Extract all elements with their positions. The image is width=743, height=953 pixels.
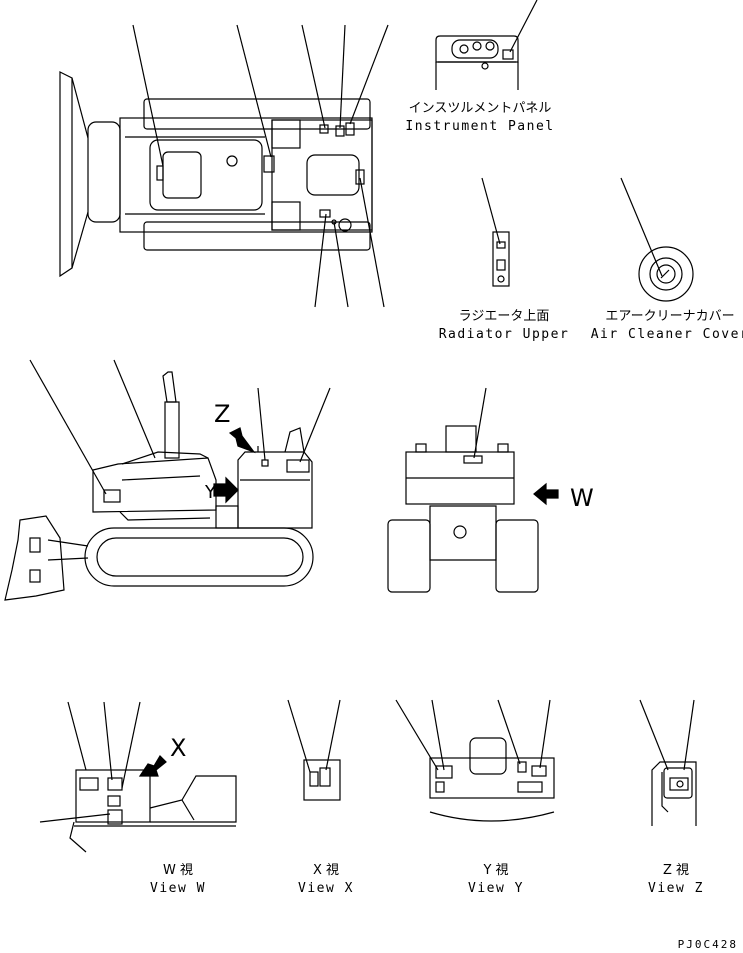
- view-y-jp-label: Y 視: [482, 863, 508, 878]
- radiator-upper-jp-label: ラジエータ上面: [459, 309, 550, 324]
- air-cleaner-jp-label: エアークリーナカバー: [605, 309, 734, 324]
- radiator-upper-detail: [481, 177, 510, 287]
- view-w-detail: [39, 701, 237, 853]
- instrument-panel-en-label: Instrument Panel: [405, 119, 554, 134]
- view-z-jp-label: Z 視: [663, 863, 689, 878]
- top-view-dozer: [59, 24, 389, 308]
- view-w-jp-label: W 視: [163, 863, 193, 878]
- view-w-en-label: View W: [150, 881, 206, 896]
- view-x-jp-label: X 視: [313, 863, 339, 878]
- view-z-en-label: View Z: [648, 881, 704, 896]
- rear-view-dozer: [387, 387, 559, 593]
- air-cleaner-cover-detail: [620, 177, 694, 302]
- view-y-detail: [395, 699, 555, 822]
- arrow-y-label: Y: [204, 482, 217, 503]
- view-x-detail: [287, 699, 341, 801]
- air-cleaner-en-label: Air Cleaner Cover: [591, 327, 743, 342]
- view-x-en-label: View X: [298, 881, 354, 896]
- arrow-w-label: W: [570, 484, 594, 512]
- arrow-z-label: Z: [214, 400, 230, 428]
- view-z-detail: [639, 699, 697, 826]
- instrument-panel-detail: [435, 0, 538, 90]
- radiator-upper-en-label: Radiator Upper: [439, 327, 570, 342]
- instrument-panel-jp-label: インスツルメントパネル: [409, 101, 552, 116]
- side-view-dozer: [4, 359, 331, 601]
- drawing-code: PJ0C428: [678, 938, 738, 951]
- view-y-en-label: View Y: [468, 881, 524, 896]
- arrow-x-label: X: [170, 734, 186, 762]
